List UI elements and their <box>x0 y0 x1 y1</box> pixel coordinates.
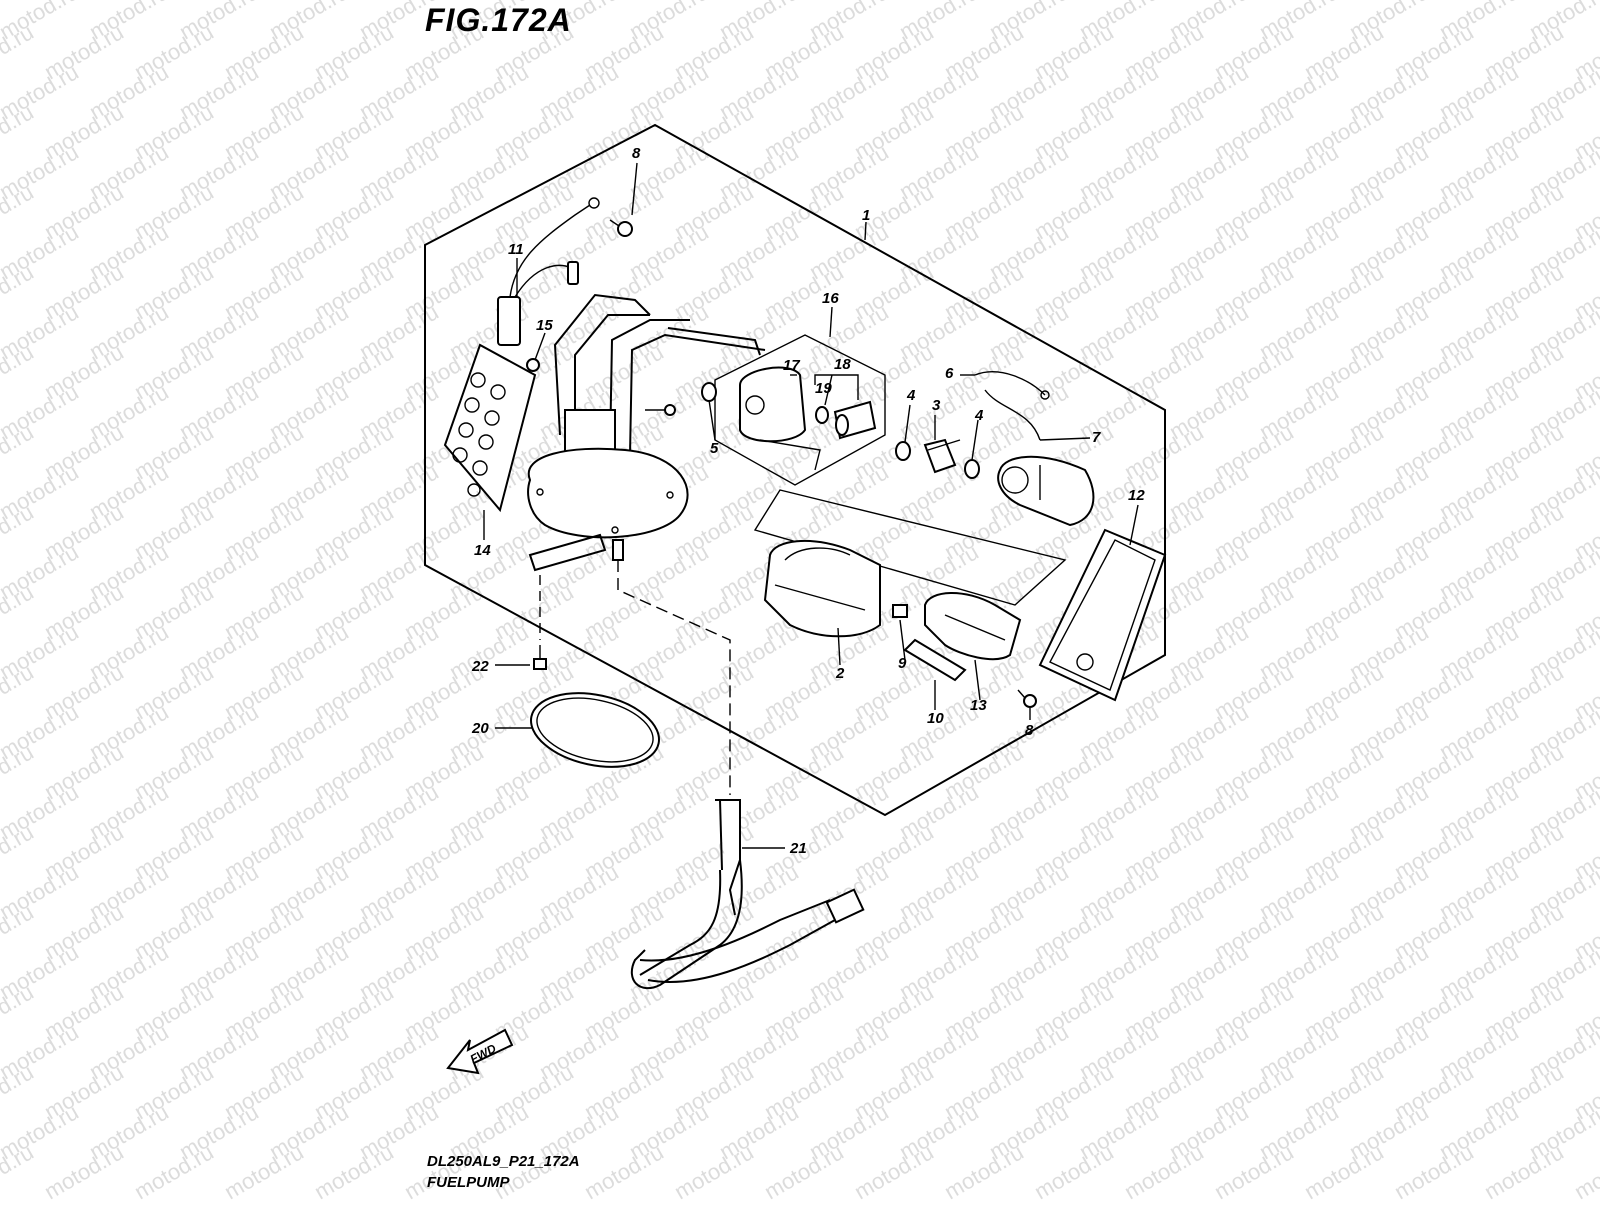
figure-title: FIG.172A <box>425 2 572 38</box>
wire-part-6 <box>974 371 1046 396</box>
fuel-hose-part-21 <box>630 799 865 990</box>
watermark-text: motod.ru <box>130 1139 218 1200</box>
watermark-text: motod.ru <box>1120 1139 1208 1200</box>
watermark-text: motod.ru <box>1030 1139 1118 1200</box>
watermark-text: motod.ru <box>1390 1139 1478 1200</box>
wire-cover-part <box>443 343 537 513</box>
watermark-text: motod.ru <box>310 1139 398 1200</box>
callout-10: 10 <box>927 710 944 727</box>
callout-3: 3 <box>932 397 941 414</box>
pump-motor-part-7 <box>997 455 1095 527</box>
bracket-18 <box>814 374 859 400</box>
watermark-text: motod.ru <box>1570 1139 1600 1200</box>
pad-part-9 <box>892 604 908 618</box>
leader-lines <box>483 162 1139 849</box>
callout-18: 18 <box>834 356 851 373</box>
callout-1: 1 <box>862 207 870 224</box>
filter-part-2 <box>763 539 881 638</box>
watermark-text: motod.ru <box>220 1139 308 1200</box>
callout-8b: 8 <box>1025 722 1034 739</box>
callout-14: 14 <box>474 542 491 559</box>
o-ring-part-19 <box>815 406 829 424</box>
strip-part-10 <box>903 638 967 682</box>
watermark-text: motod.ru <box>40 1139 128 1200</box>
washer-part-4a <box>895 441 911 461</box>
figure-name: FUELPUMP <box>427 1174 510 1191</box>
washer-part-5 <box>701 382 717 402</box>
callout-8a: 8 <box>632 145 641 162</box>
plate-part-12 <box>1038 528 1167 702</box>
callout-13: 13 <box>970 697 987 714</box>
callout-7: 7 <box>1092 429 1101 446</box>
clip-part <box>526 358 540 372</box>
model-code: DL250AL9_P21_172A <box>427 1153 580 1170</box>
callout-16: 16 <box>822 290 839 307</box>
callout-21: 21 <box>789 840 807 857</box>
watermark-text: motod.ru <box>1480 1139 1568 1200</box>
filter-group-bracket <box>753 489 1067 606</box>
watermark-text: motod.ru <box>1210 1139 1298 1200</box>
watermark-text: motod.ru <box>1300 1139 1388 1200</box>
callout-20: 20 <box>471 720 489 737</box>
callout-11: 11 <box>508 241 524 258</box>
watermark-text: motod.ru <box>850 1139 938 1200</box>
washer-part-4b <box>964 459 980 479</box>
screw-part-8-top <box>609 219 633 237</box>
callout-5: 5 <box>710 440 719 457</box>
regulator-part <box>739 366 821 471</box>
callout-6: 6 <box>945 365 954 382</box>
watermark-text: motod.ru <box>1570 0 1600 4</box>
pump-flange <box>527 447 689 572</box>
holder-part-13 <box>924 592 1022 661</box>
watermark-text: motod.ru <box>670 1139 758 1200</box>
screw-part-8-right <box>1017 689 1037 708</box>
callout-4b: 4 <box>974 407 984 424</box>
watermark-text: motod.ru <box>940 1139 1028 1200</box>
callout-12: 12 <box>1128 487 1145 504</box>
bolt-part-22 <box>533 645 547 670</box>
assembly-boundary <box>424 123 1166 817</box>
callout-22: 22 <box>471 658 489 675</box>
callout-17: 17 <box>783 357 800 374</box>
callout-15: 15 <box>536 317 553 334</box>
sensor-part-18 <box>833 400 877 440</box>
harness-part <box>497 197 600 346</box>
guide-line-21 <box>617 560 731 795</box>
callout-19: 19 <box>815 380 832 397</box>
callout-4a: 4 <box>906 387 916 404</box>
o-ring-part-20 <box>530 692 660 768</box>
fitting-part-3 <box>923 438 961 474</box>
callout-2: 2 <box>835 665 845 682</box>
callout-9: 9 <box>898 655 907 672</box>
watermark-text: motod.ru <box>580 1139 668 1200</box>
watermark-text: motod.ru <box>760 1139 848 1200</box>
